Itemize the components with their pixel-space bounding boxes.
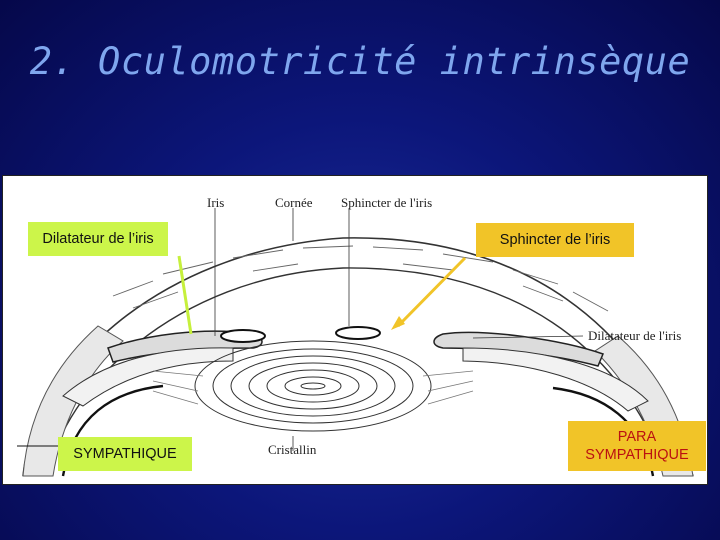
label-sphincter: Sphincter de l'iris	[341, 195, 432, 210]
lens-cristallin	[194, 340, 432, 432]
sphincter-left	[220, 329, 266, 343]
ciliary-left	[62, 347, 234, 407]
sphincter-right	[335, 326, 381, 340]
para-line-2: SYMPATHIQUE	[585, 447, 689, 463]
callout-dilatateur: Dilatateur de l’iris	[28, 222, 168, 256]
label-cornee: Cornée	[275, 195, 313, 210]
callout-sympathique: SYMPATHIQUE	[58, 437, 192, 471]
slide-title: 2. Oculomotricité intrinsèque	[29, 40, 691, 83]
label-iris: Iris	[207, 195, 224, 210]
dilatateur-arrow	[177, 255, 193, 335]
para-line-1: PARA	[617, 429, 657, 445]
callout-sphincter: Sphincter de l’iris	[476, 223, 634, 257]
label-cristallin: Cristallin	[268, 442, 317, 457]
sphincter-arrow	[396, 256, 467, 328]
leader-lines	[214, 208, 584, 451]
callout-parasympathique: PARA SYMPATHIQUE	[568, 421, 706, 471]
cornea-texture	[112, 245, 609, 312]
sphincter-arrowhead	[391, 316, 405, 330]
label-dilatateur: Dilatateur de l'iris	[588, 328, 681, 343]
ciliary-right	[462, 347, 649, 412]
zonule-fibers	[152, 370, 474, 405]
